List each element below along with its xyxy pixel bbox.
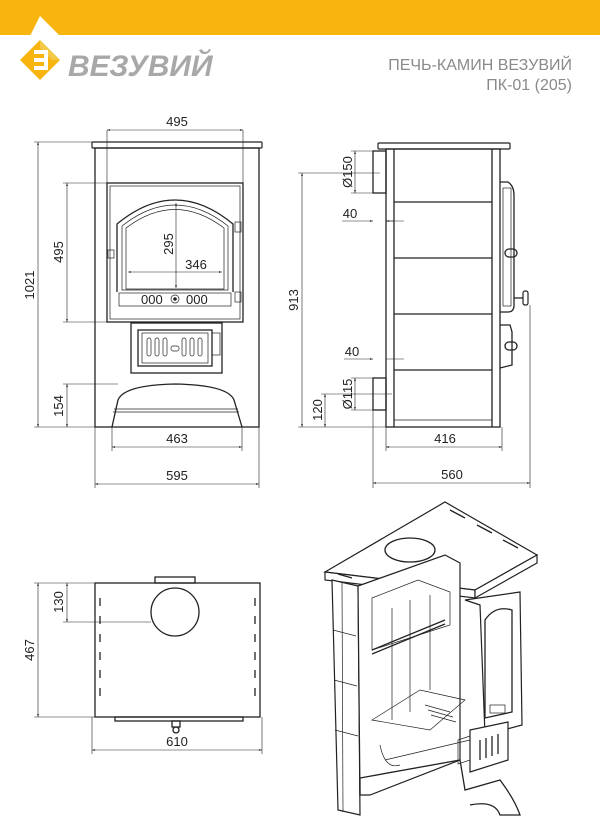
front-dimensions	[34, 129, 260, 488]
side-dimensions	[298, 150, 531, 488]
dim-depth: 467	[22, 639, 37, 661]
dim-door-height: 495	[51, 241, 66, 263]
dim-flue-diameter: Ø150	[340, 156, 355, 188]
dim-wall-bottom: 40	[345, 344, 359, 359]
door-marks-left: 000	[141, 292, 163, 307]
top-dimensions	[34, 582, 263, 754]
dim-total-height: 1021	[22, 271, 37, 300]
dim-base-height: 154	[51, 395, 66, 417]
brand-name: ВЕЗУВИЙ	[68, 48, 214, 83]
dim-base-width: 463	[166, 431, 188, 446]
side-view	[372, 142, 529, 428]
header-band	[0, 0, 600, 35]
front-view: 000 000	[91, 141, 263, 428]
product-model: ПК-01 (205)	[486, 77, 572, 94]
dim-inlet-height: 120	[310, 399, 325, 421]
dim-width: 610	[166, 734, 188, 749]
brand-logo-icon	[18, 16, 62, 98]
dim-body-depth: 416	[434, 431, 456, 446]
dim-top-width: 495	[166, 114, 188, 129]
dim-glass-width: 346	[185, 257, 207, 272]
top-view	[94, 576, 261, 734]
dim-inlet-diameter: Ø115	[340, 379, 355, 410]
door-marks-right: 000	[186, 292, 208, 307]
isometric-cutaway-view	[323, 501, 539, 816]
dim-total-depth: 560	[441, 467, 463, 482]
dim-wall-top: 40	[343, 206, 357, 221]
dim-total-width: 595	[166, 468, 188, 483]
dim-glass-height: 295	[161, 233, 176, 255]
dim-body-height: 913	[286, 289, 301, 311]
product-title: ПЕЧЬ-КАМИН ВЕЗУВИЙ	[388, 55, 572, 74]
dim-flue-offset: 130	[51, 591, 66, 613]
